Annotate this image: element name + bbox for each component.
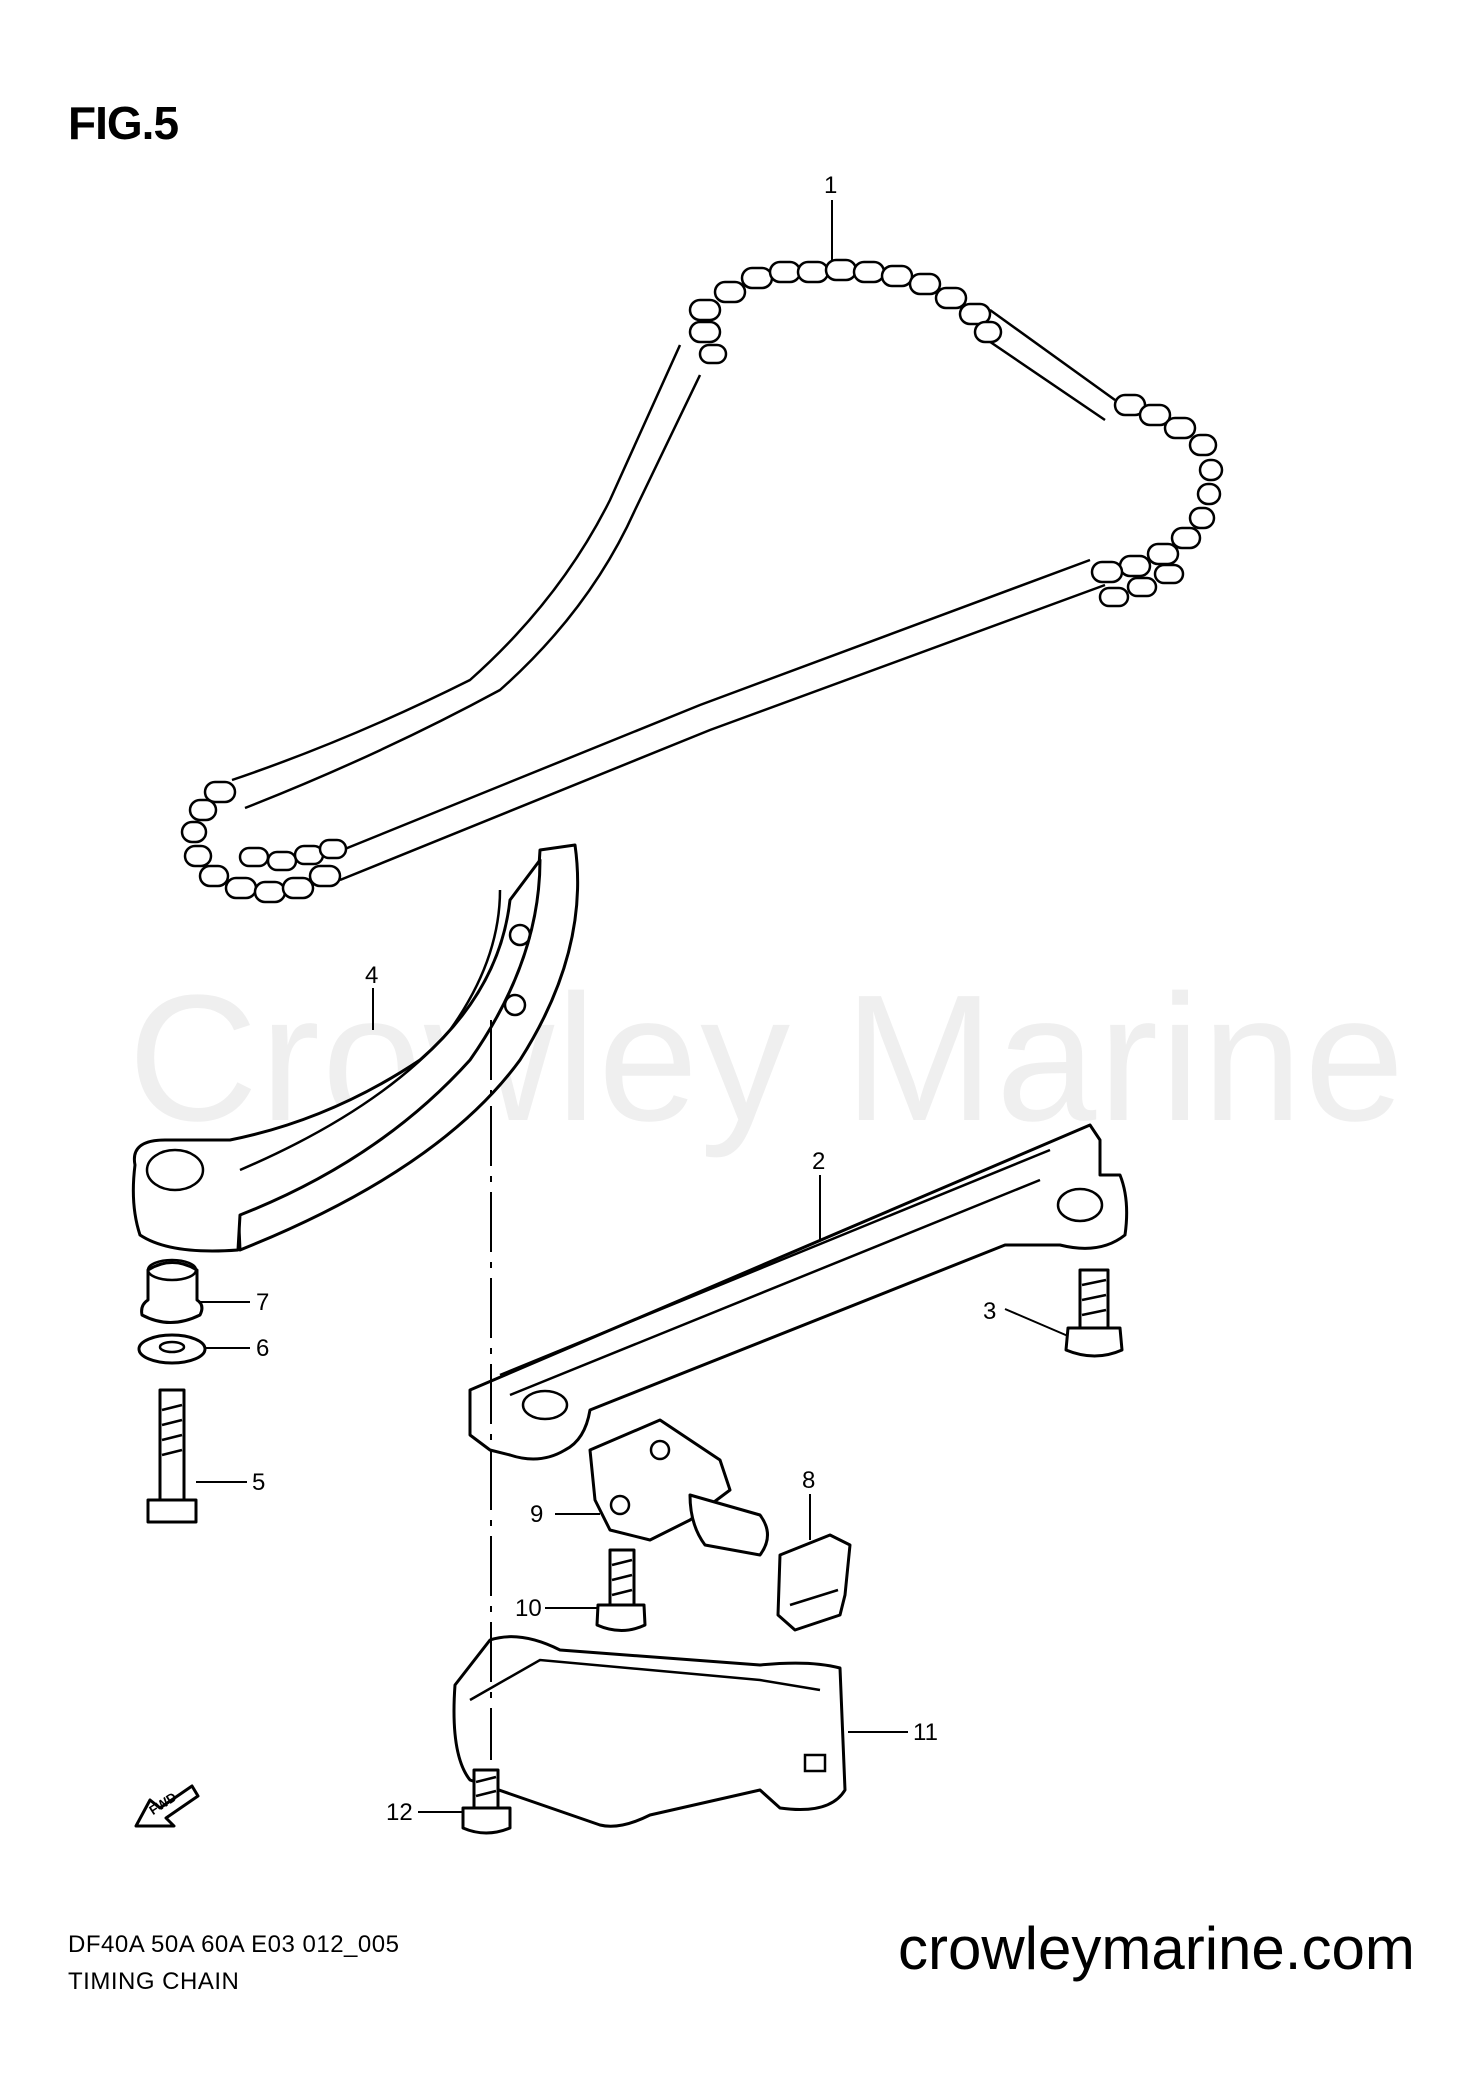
callout-label-6: 6 xyxy=(256,1335,270,1362)
chain-links-right xyxy=(1090,393,1224,608)
callout-label-1: 1 xyxy=(824,172,838,199)
callout-label-10: 10 xyxy=(515,1595,542,1622)
callout-label-7: 7 xyxy=(256,1289,270,1316)
callout-label-4: 4 xyxy=(365,962,379,989)
forward-arrow-icon xyxy=(134,1784,200,1828)
part-chain-guide-curved xyxy=(131,843,580,1253)
website-link[interactable]: crowleymarine.com xyxy=(898,1915,1415,1982)
callout-label-9: 9 xyxy=(530,1501,544,1528)
part-chain-guide-straight xyxy=(468,1123,1129,1461)
callout-label-11: 11 xyxy=(913,1719,938,1746)
model-code: DF40A 50A 60A E03 012_005 xyxy=(68,1931,400,1958)
diagram-caption: TIMING CHAIN xyxy=(68,1968,240,1995)
callout-label-3: 3 xyxy=(983,1298,997,1325)
chain-links-left xyxy=(180,780,348,904)
figure-title: FIG.5 xyxy=(68,97,179,149)
part-bushing-7 xyxy=(140,1258,204,1324)
leader-lines xyxy=(196,200,1069,1813)
callout-label-5: 5 xyxy=(252,1469,266,1496)
part-timing-chain xyxy=(180,258,1224,904)
part-guide-bracket xyxy=(452,1635,847,1828)
callout-label-2: 2 xyxy=(812,1148,826,1175)
chain-links-top xyxy=(688,258,1003,365)
part-tensioner-shoe xyxy=(776,1533,852,1632)
part-bolt-10 xyxy=(595,1548,647,1632)
part-bolt-3 xyxy=(1064,1268,1124,1358)
callout-label-8: 8 xyxy=(802,1467,816,1494)
part-chain-tensioner xyxy=(588,1418,769,1557)
part-washer-6 xyxy=(137,1333,207,1365)
part-bolt-5 xyxy=(146,1388,198,1524)
part-bolt-12 xyxy=(461,1768,512,1835)
callout-label-12: 12 xyxy=(386,1799,413,1826)
